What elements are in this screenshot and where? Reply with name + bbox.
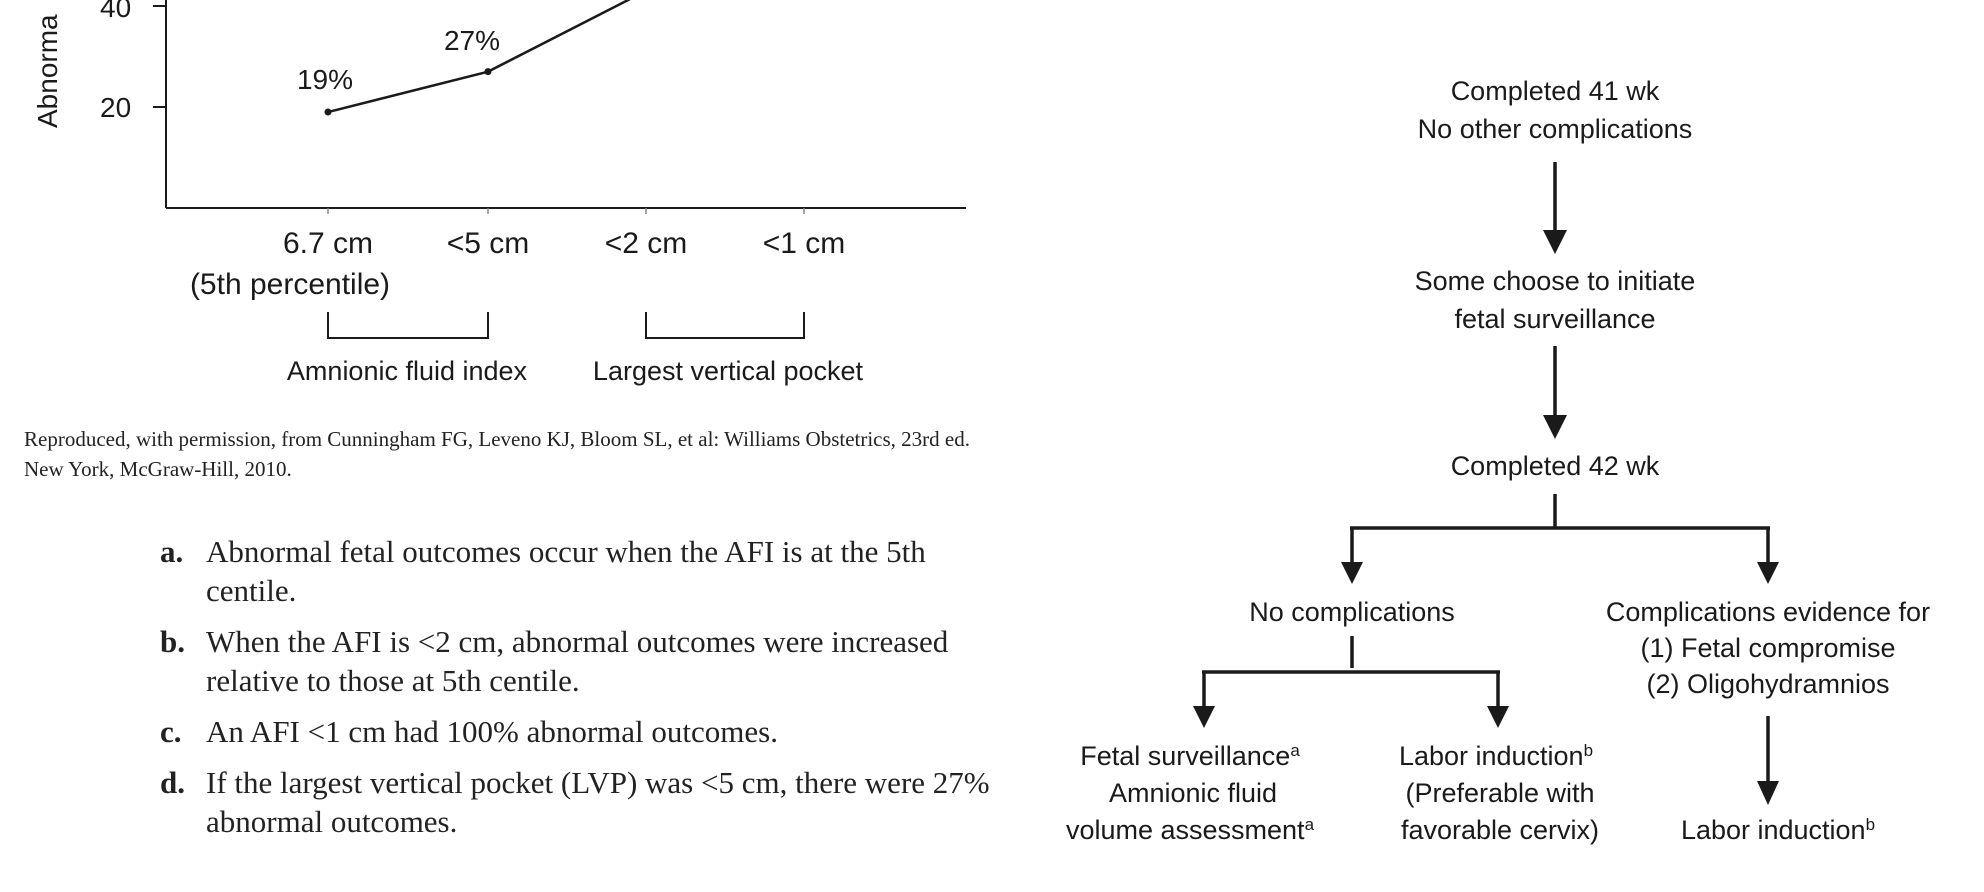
x-tick-label-6-7cm: 6.7 cm <box>283 227 373 260</box>
flow-leaf2-line3: favorable cervix) <box>1401 815 1599 845</box>
choice-c[interactable]: c. An AFI <1 cm had 100% abnormal outcom… <box>160 712 1020 751</box>
choice-b[interactable]: b. When the AFI is <2 cm, abnormal outco… <box>160 622 1020 700</box>
y-tick-label-20: 20 <box>100 92 131 123</box>
x-tick-sublabel: (5th percentile) <box>190 268 390 301</box>
choice-d[interactable]: d. If the largest vertical pocket (LVP) … <box>160 763 1020 841</box>
choice-letter: a. <box>160 534 184 569</box>
arrowhead <box>1543 230 1567 254</box>
flow-leaf1-line2: Amnionic fluid <box>1109 778 1277 808</box>
flow-right-branch-line3: (2) Oligohydramnios <box>1646 669 1889 699</box>
bracket-label-largest-vertical-pocket: Largest vertical pocket <box>593 356 864 386</box>
choice-letter: b. <box>160 624 185 659</box>
superscript-a: a <box>1290 741 1300 760</box>
choice-letter: c. <box>160 714 182 749</box>
flow-leaf3: Labor inductionb <box>1681 815 1875 845</box>
flow-step2-line1: Some choose to initiate <box>1415 266 1696 296</box>
x-tick-label-lt5cm: <5 cm <box>447 227 530 260</box>
superscript-a: a <box>1305 815 1315 834</box>
flow-right-branch-line1: Complications evidence for <box>1606 597 1930 627</box>
flow-leaf2-line2: (Preferable with <box>1405 778 1594 808</box>
data-label-27pct: 27% <box>444 25 500 56</box>
series-line <box>327 0 631 114</box>
x-tick-label-lt2cm: <2 cm <box>605 227 688 260</box>
choice-text: Abnormal fetal outcomes occur when the A… <box>206 534 926 608</box>
x-tick-label-lt1cm: <1 cm <box>763 227 846 260</box>
data-point-6-7cm <box>324 108 332 116</box>
flow-leaf1-line1: Fetal surveillancea <box>1080 741 1300 771</box>
data-point-lt5cm <box>484 68 492 76</box>
choice-text: If the largest vertical pocket (LVP) was… <box>206 765 990 839</box>
flow-right-branch-line2: (1) Fetal compromise <box>1640 633 1895 663</box>
data-label-19pct: 19% <box>297 64 353 95</box>
bracket-amnionic-fluid-index <box>327 312 489 339</box>
superscript-b: b <box>1584 741 1593 760</box>
y-tick-label-40: 40 <box>100 0 131 23</box>
y-axis-label: Abnorma <box>32 14 63 128</box>
flow-start-line1: Completed 41 wk <box>1451 76 1660 106</box>
bracket-largest-vertical-pocket <box>645 312 805 339</box>
choice-text: When the AFI is <2 cm, abnormal outcomes… <box>206 624 949 698</box>
figure-caption: Reproduced, with permission, from Cunnin… <box>24 427 970 481</box>
arrowhead <box>1193 706 1215 728</box>
flow-step3: Completed 42 wk <box>1451 451 1660 481</box>
arrowhead <box>1341 562 1363 584</box>
arrowhead <box>1757 781 1779 805</box>
choice-a[interactable]: a. Abnormal fetal outcomes occur when th… <box>160 532 1020 610</box>
choice-text: An AFI <1 cm had 100% abnormal outcomes. <box>206 714 778 749</box>
abnormal-outcome-line-chart: Abnorma 40 20 6.7 cm <5 cm <2 cm <1 cm (… <box>32 0 966 386</box>
flow-left-branch: No complications <box>1249 597 1455 627</box>
post-term-management-flowchart: Completed 41 wk No other complications S… <box>1066 76 1930 845</box>
flow-leaf2-line1: Labor inductionb <box>1399 741 1593 771</box>
answer-choices: a. Abnormal fetal outcomes occur when th… <box>160 532 1020 853</box>
flow-step2-line2: fetal surveillance <box>1454 304 1655 334</box>
arrowhead <box>1757 562 1779 584</box>
arrowhead <box>1487 706 1509 728</box>
flow-start-line2: No other complications <box>1418 114 1693 144</box>
choice-letter: d. <box>160 765 185 800</box>
superscript-b: b <box>1866 815 1875 834</box>
arrowhead <box>1543 415 1567 439</box>
bracket-label-amnionic-fluid-index: Amnionic fluid index <box>287 356 528 386</box>
flow-leaf1-line3: volume assessmenta <box>1066 815 1315 845</box>
